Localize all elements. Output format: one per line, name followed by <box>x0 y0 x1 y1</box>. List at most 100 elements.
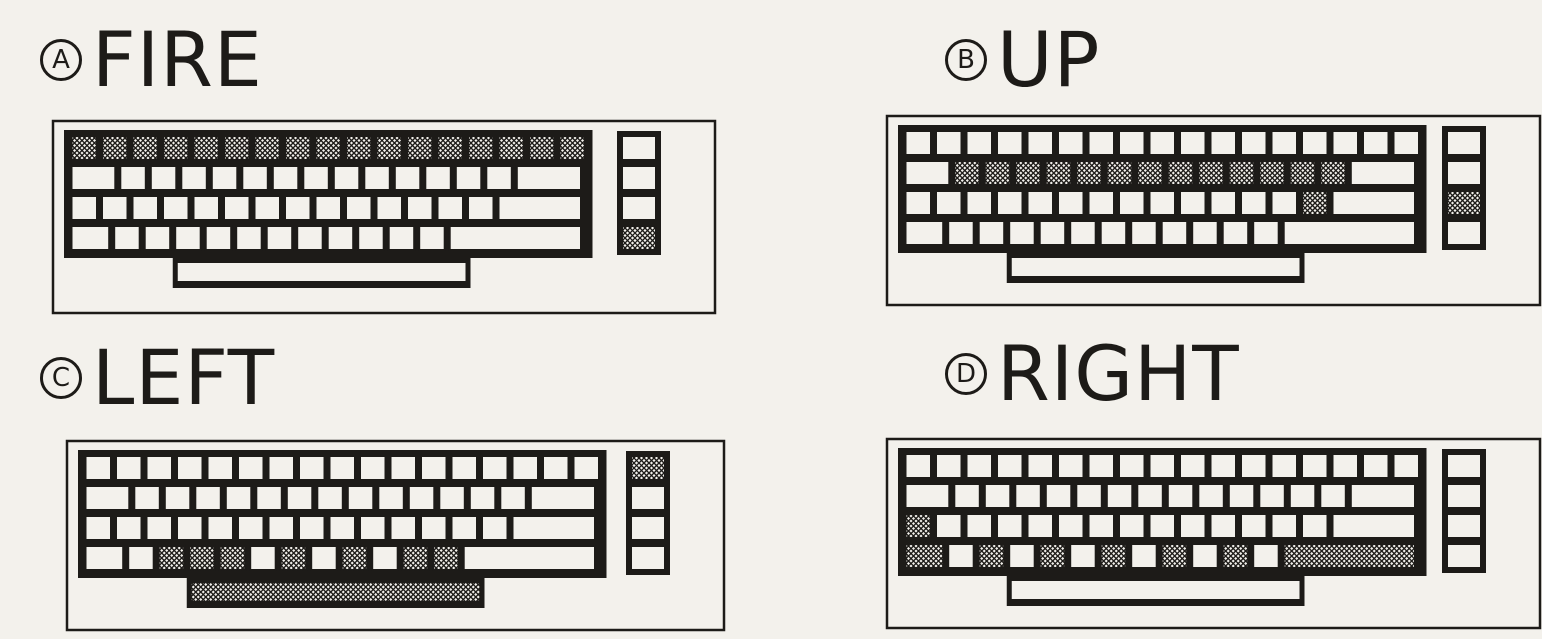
key-r1-k8 <box>1168 161 1194 185</box>
key-r1-k13 <box>486 166 512 190</box>
key-r3-k11 <box>433 546 459 570</box>
key-r0-k10 <box>391 456 417 480</box>
key-r2-k10 <box>1211 514 1237 538</box>
key-r1-k2 <box>151 166 177 190</box>
key-r1-k8 <box>348 486 374 510</box>
key-r1-k14 <box>517 166 581 190</box>
key-r1-k12 <box>1290 484 1316 508</box>
key-r0-k11 <box>407 136 433 160</box>
key-r1-k13 <box>1320 161 1346 185</box>
key-r1-k14 <box>1351 161 1415 185</box>
key-r2-k14 <box>499 196 582 220</box>
key-r3-k2 <box>159 546 185 570</box>
key-r3-k1 <box>948 221 974 245</box>
key-r2-k4 <box>194 196 220 220</box>
key-r1-k7 <box>317 486 343 510</box>
key-r2-k10 <box>1211 191 1237 215</box>
key-r3-k3 <box>175 226 201 250</box>
key-r2-k14 <box>513 516 596 540</box>
key-r2-k11 <box>407 196 433 220</box>
function-key-4 <box>622 226 656 250</box>
key-r3-k4 <box>1040 544 1066 568</box>
key-r2-k9 <box>1180 191 1206 215</box>
key-r1-k4 <box>1046 484 1072 508</box>
key-r1-k2 <box>985 484 1011 508</box>
space-bar <box>1011 580 1301 600</box>
key-r3-k12 <box>1284 221 1415 245</box>
key-r2-k10 <box>391 516 417 540</box>
key-r3-k12 <box>1284 544 1415 568</box>
key-r2-k6 <box>1089 191 1115 215</box>
key-r3-k2 <box>979 544 1005 568</box>
key-r0-k12 <box>1272 454 1298 478</box>
key-r1-k9 <box>378 486 404 510</box>
key-r1-k8 <box>334 166 360 190</box>
key-r0-k2 <box>133 136 159 160</box>
key-r0-k6 <box>1089 454 1115 478</box>
key-r2-k2 <box>133 196 159 220</box>
key-r3-k0 <box>906 221 944 245</box>
panel-c-title: C LEFT <box>40 340 275 416</box>
key-r0-k8 <box>1150 454 1176 478</box>
function-key-1 <box>1447 131 1481 155</box>
key-r1-k4 <box>226 486 252 510</box>
key-r2-k13 <box>1302 191 1328 215</box>
function-key-4 <box>631 546 665 570</box>
key-r3-k3 <box>189 546 215 570</box>
key-r2-k6 <box>269 516 295 540</box>
key-r0-k10 <box>1211 131 1237 155</box>
key-r2-k6 <box>1089 514 1115 538</box>
key-r1-k0 <box>86 486 130 510</box>
key-r1-k0 <box>906 161 950 185</box>
key-r3-k12 <box>464 546 595 570</box>
key-r1-k1 <box>954 484 980 508</box>
key-r3-k11 <box>419 226 445 250</box>
function-key-3 <box>1447 191 1481 215</box>
key-r1-k5 <box>1076 161 1102 185</box>
key-r2-k5 <box>224 196 250 220</box>
space-bar <box>191 582 481 602</box>
key-r2-k1 <box>936 191 962 215</box>
key-r0-k13 <box>1302 131 1328 155</box>
key-r2-k0 <box>86 516 112 540</box>
key-r3-k7 <box>311 546 337 570</box>
function-key-2 <box>1447 484 1481 508</box>
key-r1-k9 <box>1198 161 1224 185</box>
key-r0-k8 <box>316 136 342 160</box>
key-r2-k2 <box>967 514 993 538</box>
key-r2-k1 <box>102 196 128 220</box>
key-r2-k11 <box>421 516 447 540</box>
key-r0-k12 <box>1272 131 1298 155</box>
key-r2-k8 <box>316 196 342 220</box>
key-r1-k2 <box>985 161 1011 185</box>
key-r0-k2 <box>967 131 993 155</box>
key-r2-k11 <box>1241 191 1267 215</box>
key-r0-k5 <box>1058 454 1084 478</box>
panel-c-label: LEFT <box>92 340 275 416</box>
key-r2-k8 <box>1150 191 1176 215</box>
function-key-1 <box>1447 454 1481 478</box>
key-r1-k7 <box>1137 161 1163 185</box>
key-r3-k11 <box>1253 544 1279 568</box>
key-r1-k10 <box>395 166 421 190</box>
keyboard-diagram-fire <box>52 120 717 315</box>
key-r1-k1 <box>134 486 160 510</box>
key-r2-k0 <box>906 514 932 538</box>
key-r3-k4 <box>220 546 246 570</box>
function-key-4 <box>1447 544 1481 568</box>
key-r1-k11 <box>425 166 451 190</box>
key-r0-k9 <box>1180 454 1206 478</box>
key-r1-k6 <box>287 486 313 510</box>
key-r1-k7 <box>1137 484 1163 508</box>
key-r0-k7 <box>299 456 325 480</box>
key-r2-k6 <box>255 196 281 220</box>
key-r1-k5 <box>242 166 267 190</box>
key-r0-k16 <box>560 136 586 160</box>
key-r0-k0 <box>86 456 112 480</box>
panel-a-letter: A <box>40 39 82 81</box>
key-r2-k13 <box>468 196 494 220</box>
key-r3-k0 <box>906 544 944 568</box>
key-r0-k14 <box>1333 131 1359 155</box>
space-bar <box>1011 257 1301 277</box>
key-r3-k5 <box>1070 544 1096 568</box>
